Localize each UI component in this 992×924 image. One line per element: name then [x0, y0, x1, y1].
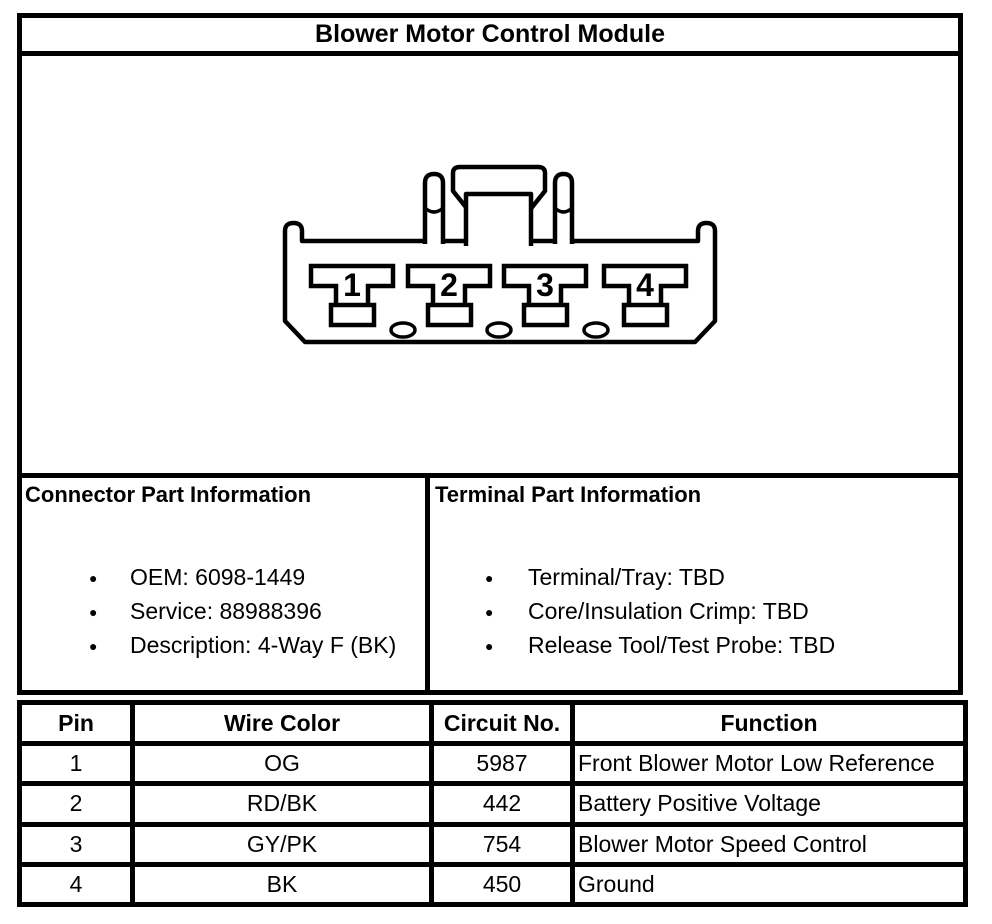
alignment-hole-2 [485, 321, 513, 339]
latch-prong-right-tick [553, 206, 574, 214]
latch-prong-left-tick [423, 206, 445, 214]
pin-cell: 2 [17, 781, 135, 827]
function-cell: Ground [570, 861, 968, 908]
wire-color-cell: GY/PK [130, 821, 434, 867]
cavity-1-label: 1 [343, 267, 361, 303]
list-item: OEM: 6098-1449 [25, 560, 423, 595]
column-header-wire-color: Wire Color [130, 700, 434, 746]
wire-color-cell: BK [130, 861, 434, 908]
latch-prong-right [552, 171, 575, 244]
circuit-no-cell: 5987 [429, 740, 575, 787]
terminal-part-information: Terminal Part Information Terminal/Tray:… [430, 478, 958, 690]
latch-prong-left [422, 171, 446, 244]
circuit-no-cell: 754 [429, 821, 575, 867]
function-cell: Front Blower Motor Low Reference [570, 740, 968, 787]
cavity-2-label: 2 [440, 267, 458, 303]
connector-part-information: Connector Part Information OEM: 6098-144… [22, 478, 430, 690]
alignment-hole-3 [582, 321, 610, 339]
connector-part-information-title: Connector Part Information [25, 482, 312, 507]
list-item: Description: 4-Way F (BK) [25, 628, 423, 663]
pin-cell: 1 [17, 740, 135, 787]
pin-cell: 3 [17, 821, 135, 867]
list-item: Terminal/Tray: TBD [435, 560, 956, 595]
column-header-circuit-no: Circuit No. [429, 700, 575, 746]
pin-table: Pin Wire Color Circuit No. Function 1 OG… [17, 700, 968, 908]
connector-end-view-drawing: 1 2 3 4 [282, 164, 718, 345]
list-item: Service: 88988396 [25, 594, 423, 629]
table-row: 3 GY/PK 754 Blower Motor Speed Control [17, 821, 968, 867]
column-header-function: Function [570, 700, 968, 746]
terminal-part-information-title: Terminal Part Information [435, 482, 702, 507]
table-row: 4 BK 450 Ground [17, 861, 968, 908]
part-information-row: Connector Part Information OEM: 6098-144… [22, 478, 958, 690]
alignment-hole-1 [389, 321, 417, 339]
cavity-4-label: 4 [636, 267, 654, 303]
table-row: 1 OG 5987 Front Blower Motor Low Referen… [17, 740, 968, 787]
cavity-1: 1 [308, 263, 396, 328]
circuit-no-cell: 450 [429, 861, 575, 908]
pin-cell: 4 [17, 861, 135, 908]
pin-table-header-row: Pin Wire Color Circuit No. Function [17, 700, 968, 746]
cavity-4: 4 [601, 263, 689, 328]
column-header-pin: Pin [17, 700, 135, 746]
cavity-2: 2 [405, 263, 493, 328]
list-item: Core/Insulation Crimp: TBD [435, 594, 956, 629]
page-title: Blower Motor Control Module [22, 18, 958, 56]
list-item: Release Tool/Test Probe: TBD [435, 628, 956, 663]
latch-slot [463, 191, 534, 246]
terminal-part-information-list: Terminal/Tray: TBD Core/Insulation Crimp… [435, 560, 956, 663]
function-cell: Blower Motor Speed Control [570, 821, 968, 867]
cavity-3: 3 [501, 263, 589, 328]
wire-color-cell: RD/BK [130, 781, 434, 827]
connector-info-panel: Blower Motor Control Module 1 [17, 13, 963, 695]
connector-body [282, 220, 718, 345]
cavity-3-label: 3 [536, 267, 554, 303]
connector-part-information-list: OEM: 6098-1449 Service: 88988396 Descrip… [25, 560, 423, 663]
circuit-no-cell: 442 [429, 781, 575, 827]
table-row: 2 RD/BK 442 Battery Positive Voltage [17, 781, 968, 827]
function-cell: Battery Positive Voltage [570, 781, 968, 827]
page-title-text: Blower Motor Control Module [315, 20, 665, 48]
wire-color-cell: OG [130, 740, 434, 787]
connector-diagram: 1 2 3 4 [22, 56, 958, 478]
